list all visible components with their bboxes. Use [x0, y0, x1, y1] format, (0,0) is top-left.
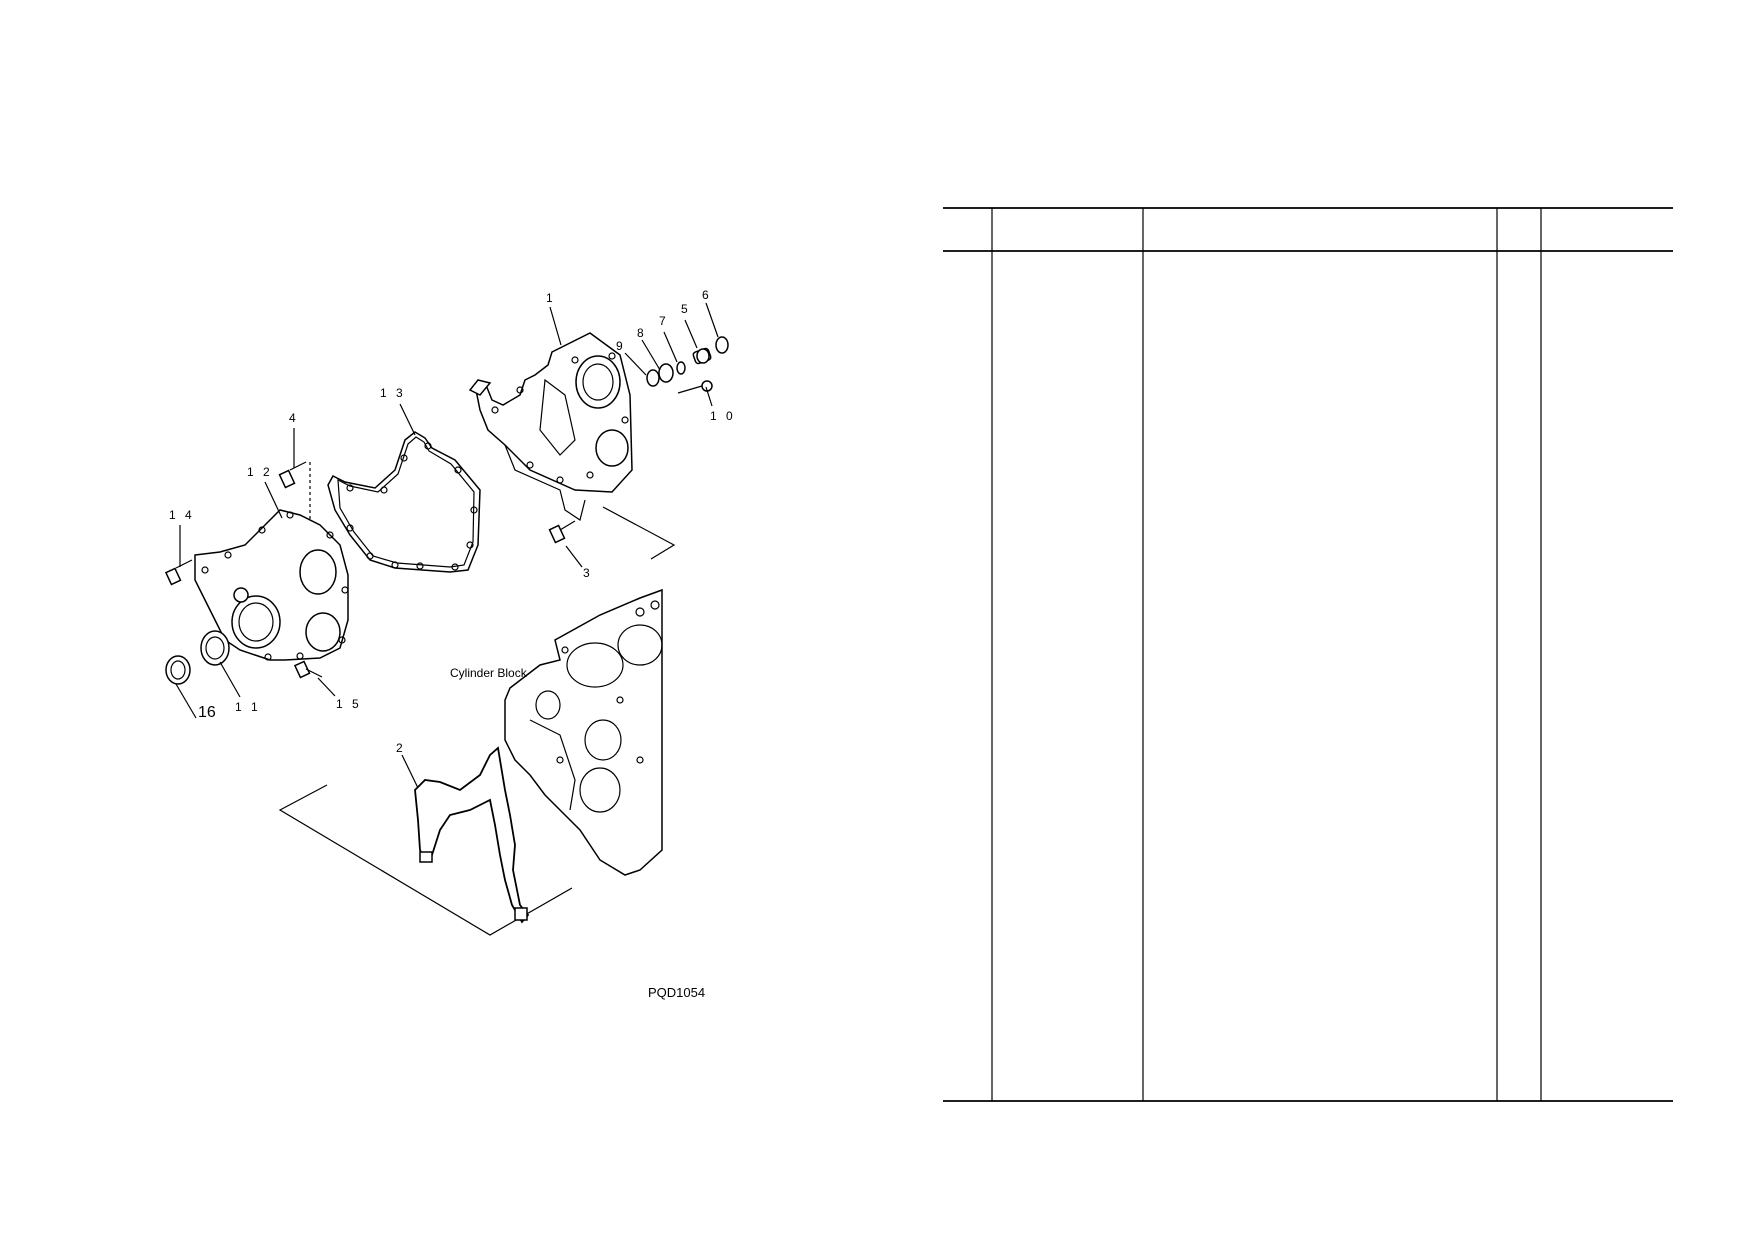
- gasket-2: [414, 746, 530, 924]
- front-cover-12: [194, 509, 349, 661]
- callout-8: 8: [637, 326, 647, 340]
- leader-lines: [175, 302, 719, 789]
- cylinder-block-label: Cylinder Block: [450, 666, 528, 680]
- callout-2: 2: [396, 741, 406, 755]
- cylinder-block: [504, 588, 663, 876]
- callout-12: 1 2: [247, 465, 273, 479]
- callout-14: 1 4: [169, 508, 195, 522]
- seal-11: [200, 630, 230, 666]
- bolt-15: [293, 660, 323, 679]
- assembly-plane-lines: [278, 506, 676, 936]
- callout-labels: 1 2 3 4 5 6 7 8 9 1 0 1 1 1 2 1 3 1 4 1 …: [169, 288, 736, 755]
- bolt-14: [164, 559, 193, 586]
- bolt-4: [278, 461, 311, 520]
- callout-3: 3: [583, 566, 593, 580]
- callout-13: 1 3: [380, 386, 406, 400]
- bolt-3: [548, 520, 576, 544]
- gear-housing-part: [468, 332, 633, 521]
- reference-code: PQD1054: [648, 985, 705, 1000]
- callout-11: 1 1: [235, 700, 261, 714]
- seal-16: [165, 655, 191, 685]
- parts-table-frame: [943, 207, 1673, 1102]
- callout-15: 1 5: [336, 697, 362, 711]
- callout-16: 16: [198, 704, 216, 721]
- callout-1: 1: [546, 291, 556, 305]
- callout-5: 5: [681, 302, 691, 316]
- callout-6: 6: [702, 288, 712, 302]
- callout-4: 4: [289, 411, 299, 425]
- callout-9: 9: [616, 339, 626, 353]
- callout-7: 7: [659, 314, 669, 328]
- gasket-13: [327, 431, 481, 573]
- seal-and-plug-parts: [646, 336, 729, 394]
- callout-10: 1 0: [710, 409, 736, 423]
